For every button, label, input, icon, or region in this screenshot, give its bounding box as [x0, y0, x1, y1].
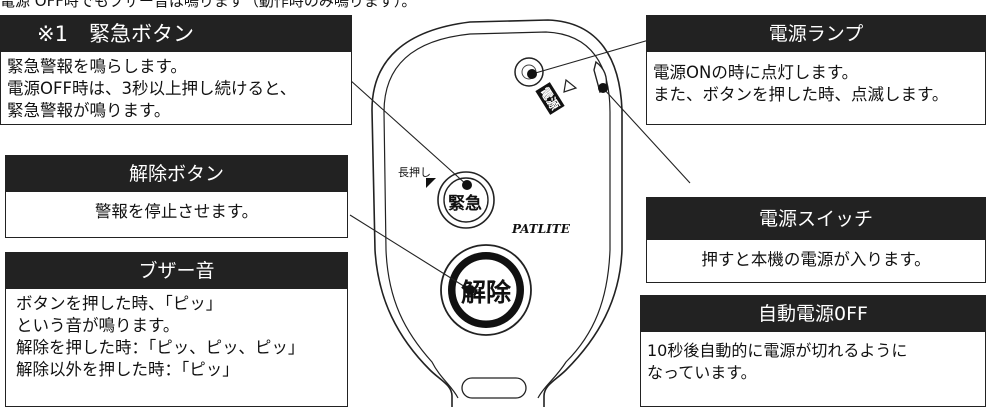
callout-title: ブザー音	[6, 253, 347, 289]
long-press-label: 長押し	[398, 166, 431, 179]
callout-body: 電源ONの時に点灯します。 また、ボタンを押した時、点滅します。	[647, 52, 985, 110]
dot-emergency	[462, 180, 472, 190]
callout-line: 緊急警報を鳴らします。	[7, 57, 187, 76]
callout-auto-power-off: 自動電源0FF 10秒後自動的に電源が切れるように なっています。	[640, 295, 986, 407]
callout-line: なっています。	[647, 363, 757, 382]
callout-power-switch: 電源スイッチ 押すと本機の電源が入ります。	[646, 197, 986, 283]
callout-line: 電源ONの時に点灯します。	[653, 63, 859, 82]
dot-release	[465, 285, 475, 295]
dot-lamp	[527, 69, 537, 79]
callout-line: 解除を押した時：「ピッ、ピッ、ピッ」	[16, 338, 305, 357]
long-press-mark	[426, 178, 436, 188]
callout-body: 10秒後自動的に電源が切れるように なっています。	[641, 332, 985, 388]
callout-line: 10秒後自動的に電源が切れるように	[647, 341, 908, 360]
brand-logo: PATLITE	[512, 222, 570, 236]
callout-line: 解除以外を押した時：「ピッ」	[16, 360, 239, 379]
release-button-label: 解除	[461, 278, 512, 307]
callout-title: 自動電源0FF	[641, 296, 985, 332]
callout-body: 押すと本機の電源が入ります。	[647, 240, 985, 275]
device-body-outline	[371, 19, 623, 407]
callout-title: 解除ボタン	[6, 156, 347, 192]
cut-off-note: 電源 OFF時でもブザー音は鳴ります（動作時のみ鳴ります）。	[0, 0, 417, 10]
callout-power-lamp: 電源ランプ 電源ONの時に点灯します。 また、ボタンを押した時、点滅します。	[646, 15, 986, 125]
emergency-button-label: 緊急	[448, 194, 482, 214]
callout-title: 電源スイッチ	[647, 198, 985, 240]
callout-line: という音が鳴ります。	[16, 316, 180, 335]
callout-body: 警報を停止させます。	[6, 192, 347, 227]
callout-line: 押すと本機の電源が入ります。	[701, 250, 931, 269]
leader-emergency	[349, 79, 468, 186]
callout-line: ボタンを押した時、「ピッ」	[16, 294, 223, 313]
callout-line: 緊急警報が鳴ります。	[7, 101, 171, 120]
release-button-face	[454, 258, 518, 322]
strap-hole	[461, 377, 527, 399]
leader-switch	[602, 87, 691, 184]
callout-line: 警報を停止させます。	[94, 202, 259, 221]
power-switch-marker	[563, 78, 578, 93]
device-inner-outline	[383, 31, 611, 399]
callout-buzzer: ブザー音 ボタンを押した時、「ピッ」 という音が鳴ります。 解除を押した時：「ピ…	[5, 252, 348, 407]
callout-body: 緊急警報を鳴らします。 電源OFF時は、3秒以上押し続けると、 緊急警報が鳴りま…	[1, 52, 351, 126]
dot-switch	[598, 83, 608, 93]
callout-release-button: 解除ボタン 警報を停止させます。	[5, 155, 348, 238]
emergency-button	[443, 177, 489, 223]
callout-line: 電源OFF時は、3秒以上押し続けると、	[7, 79, 297, 98]
callout-title: 電源ランプ	[647, 16, 985, 52]
callout-body: ボタンを押した時、「ピッ」 という音が鳴ります。 解除を押した時：「ピッ、ピッ、…	[6, 289, 347, 385]
callout-emergency-button: ※1 緊急ボタン 緊急警報を鳴らします。 電源OFF時は、3秒以上押し続けると、…	[0, 15, 352, 125]
callout-line: また、ボタンを押した時、点滅します。	[653, 85, 949, 104]
leader-lamp	[531, 39, 650, 75]
leader-release	[349, 214, 471, 291]
callout-title: ※1 緊急ボタン	[1, 16, 351, 52]
